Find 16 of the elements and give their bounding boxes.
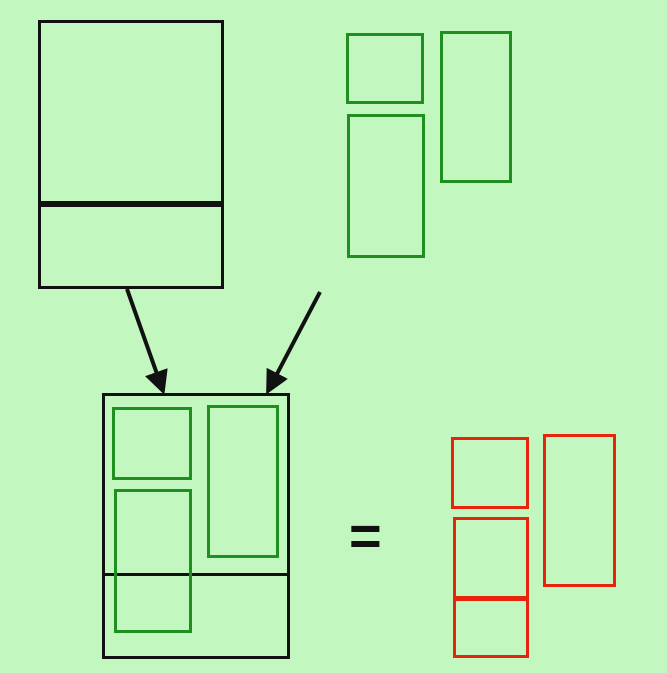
outline-box: [346, 33, 424, 104]
equals-sign: =: [349, 508, 382, 564]
outline-box: [114, 489, 192, 633]
outline-box: [543, 434, 616, 587]
outline-box: [38, 20, 224, 204]
arrow: [125, 288, 168, 395]
outline-box: [451, 437, 529, 509]
outline-box: [112, 407, 192, 480]
outline-box: [453, 598, 529, 658]
outline-box: [440, 31, 512, 183]
arrow: [266, 291, 322, 395]
outline-box: [347, 114, 425, 258]
outline-box: [207, 405, 279, 558]
outline-box: [38, 204, 224, 289]
outline-box: [453, 517, 529, 599]
outline-box: [102, 393, 290, 659]
